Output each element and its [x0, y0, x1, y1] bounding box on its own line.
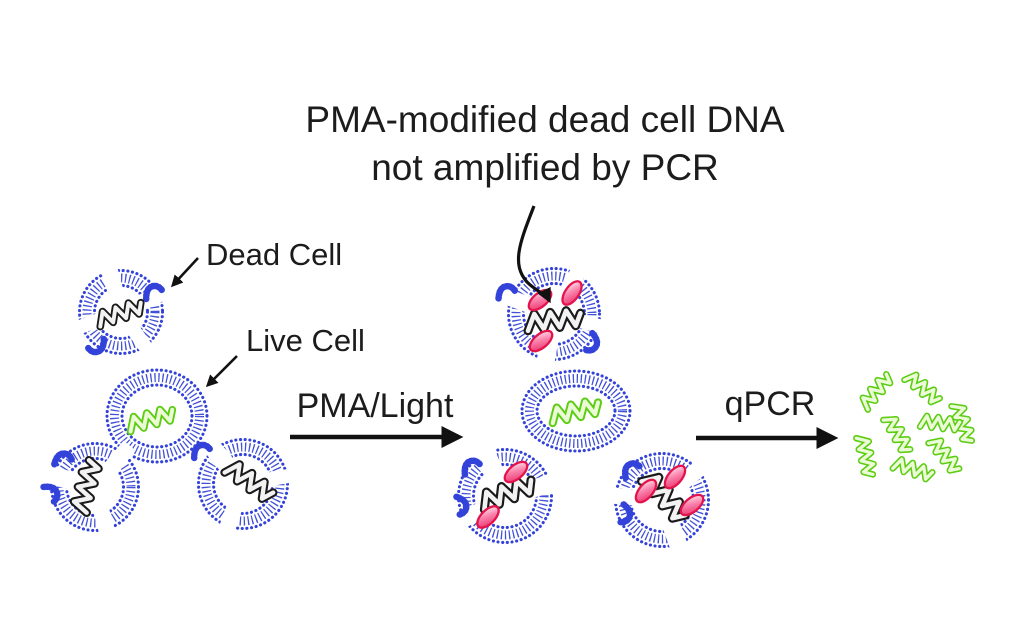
- live-dna-helix-icon: [127, 406, 175, 431]
- qpcr-step-label: qPCR: [724, 385, 816, 423]
- amplified-dna-cluster: [856, 371, 974, 480]
- dead-dna-helix-icon: [225, 460, 276, 502]
- dead-cell-icon: [196, 436, 299, 539]
- pma-light-step-label: PMA/Light: [296, 387, 454, 425]
- figure-title-line1: PMA-modified dead cell DNA: [305, 99, 785, 140]
- live-dna-helix-icon: [550, 399, 601, 423]
- live-cell-icon: [520, 369, 632, 453]
- live-cell-icon: [105, 368, 209, 464]
- pma-modified-dna-helix-icon: [526, 309, 581, 331]
- dead-cell-pointer-arrow: [170, 257, 199, 288]
- annotation-curved-arrow: [516, 205, 551, 304]
- live-cell-label: Live Cell: [246, 323, 365, 358]
- dead-cell-label: Dead Cell: [206, 237, 343, 272]
- figure-title: PMA-modified dead cell DNA not amplified…: [195, 96, 895, 192]
- live-cell-pointer-arrow: [205, 355, 238, 388]
- figure-title-line2: not amplified by PCR: [371, 147, 719, 188]
